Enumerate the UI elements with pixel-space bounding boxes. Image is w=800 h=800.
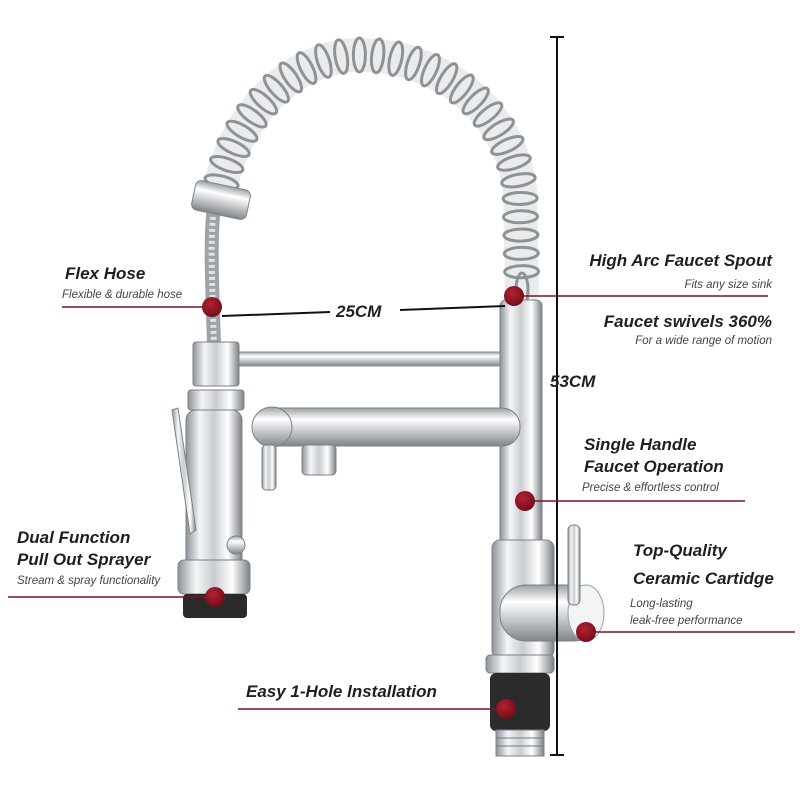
coil-loop [461,86,490,116]
coil-loop [225,119,259,143]
coil-loop [502,227,540,243]
callout-dots [202,286,596,719]
installation-title: Easy 1-Hole lnstallation [246,682,437,701]
callout-dot [515,491,535,511]
swivel-title: Faucet swivels 360% [603,312,772,331]
coil-loop [209,155,245,174]
coil-loop [314,43,333,79]
coil-loop [503,264,541,280]
cartridge-subtitle-2: leak-free performance [630,615,743,627]
coil-loop [295,51,318,86]
callout-dot [504,286,524,306]
coil-loop [248,87,279,116]
coil-loop [333,38,350,75]
callout-dot [202,297,222,317]
coil-loop [496,153,532,172]
single-handle-title-2: Faucet Operation [584,457,724,476]
coil-loop [482,117,515,142]
coil-loop [278,61,304,94]
width-dimension-line [221,305,506,317]
swivel-subtitle: For a wide range of motion [635,335,772,347]
cartridge-subtitle-1: Long-lasting [630,598,693,610]
high-arc-title: High Arc Faucet Spout [589,251,772,270]
sprayer-title-1: Dual Function [17,528,131,547]
coil-loop [472,101,504,128]
coil-loop [262,73,290,104]
cartridge-title-2: Ceramic Cartidge [633,569,774,588]
single-handle-subtitle: Precise & effortless control [582,482,719,494]
height-label: 53CM [550,372,596,391]
pull-out-sprayer [171,341,251,618]
coil-loop [502,209,540,225]
coil-loop [404,45,423,82]
coil-loop [387,40,405,77]
callout-dot [576,622,596,642]
height-dimension-line [550,36,564,756]
coil-loop [448,73,475,105]
support-bar [234,351,511,367]
coil-loop [502,245,540,261]
high-arc-subtitle: Fits any size sink [684,279,772,291]
single-handle-title-1: Single Handle [584,435,697,454]
flex-hose [204,204,221,346]
flex-hose-subtitle: Flexible & durable hose [62,289,183,301]
faucet-body [251,299,605,757]
flex-hose-title: Flex Hose [65,264,146,283]
sprayer-title-2: Pull Out Sprayer [17,550,151,569]
width-label: 25CM [336,302,382,321]
coil-loop [435,62,459,96]
coil-loop [351,36,367,74]
coil-loop [420,53,441,88]
spring-coil [199,36,541,309]
callout-dot [496,699,516,719]
coil-loop [369,37,386,75]
coil-loop [490,135,525,156]
coil-loop [216,137,251,158]
callout-lines [8,295,795,710]
callout-dot [205,587,225,607]
sprayer-subtitle: Stream & spray functionality [17,575,161,587]
cartridge-title-1: Top-Quality [633,541,727,560]
coil-loop [501,190,539,206]
coil-loop [500,172,537,189]
coil-loop [236,103,268,129]
